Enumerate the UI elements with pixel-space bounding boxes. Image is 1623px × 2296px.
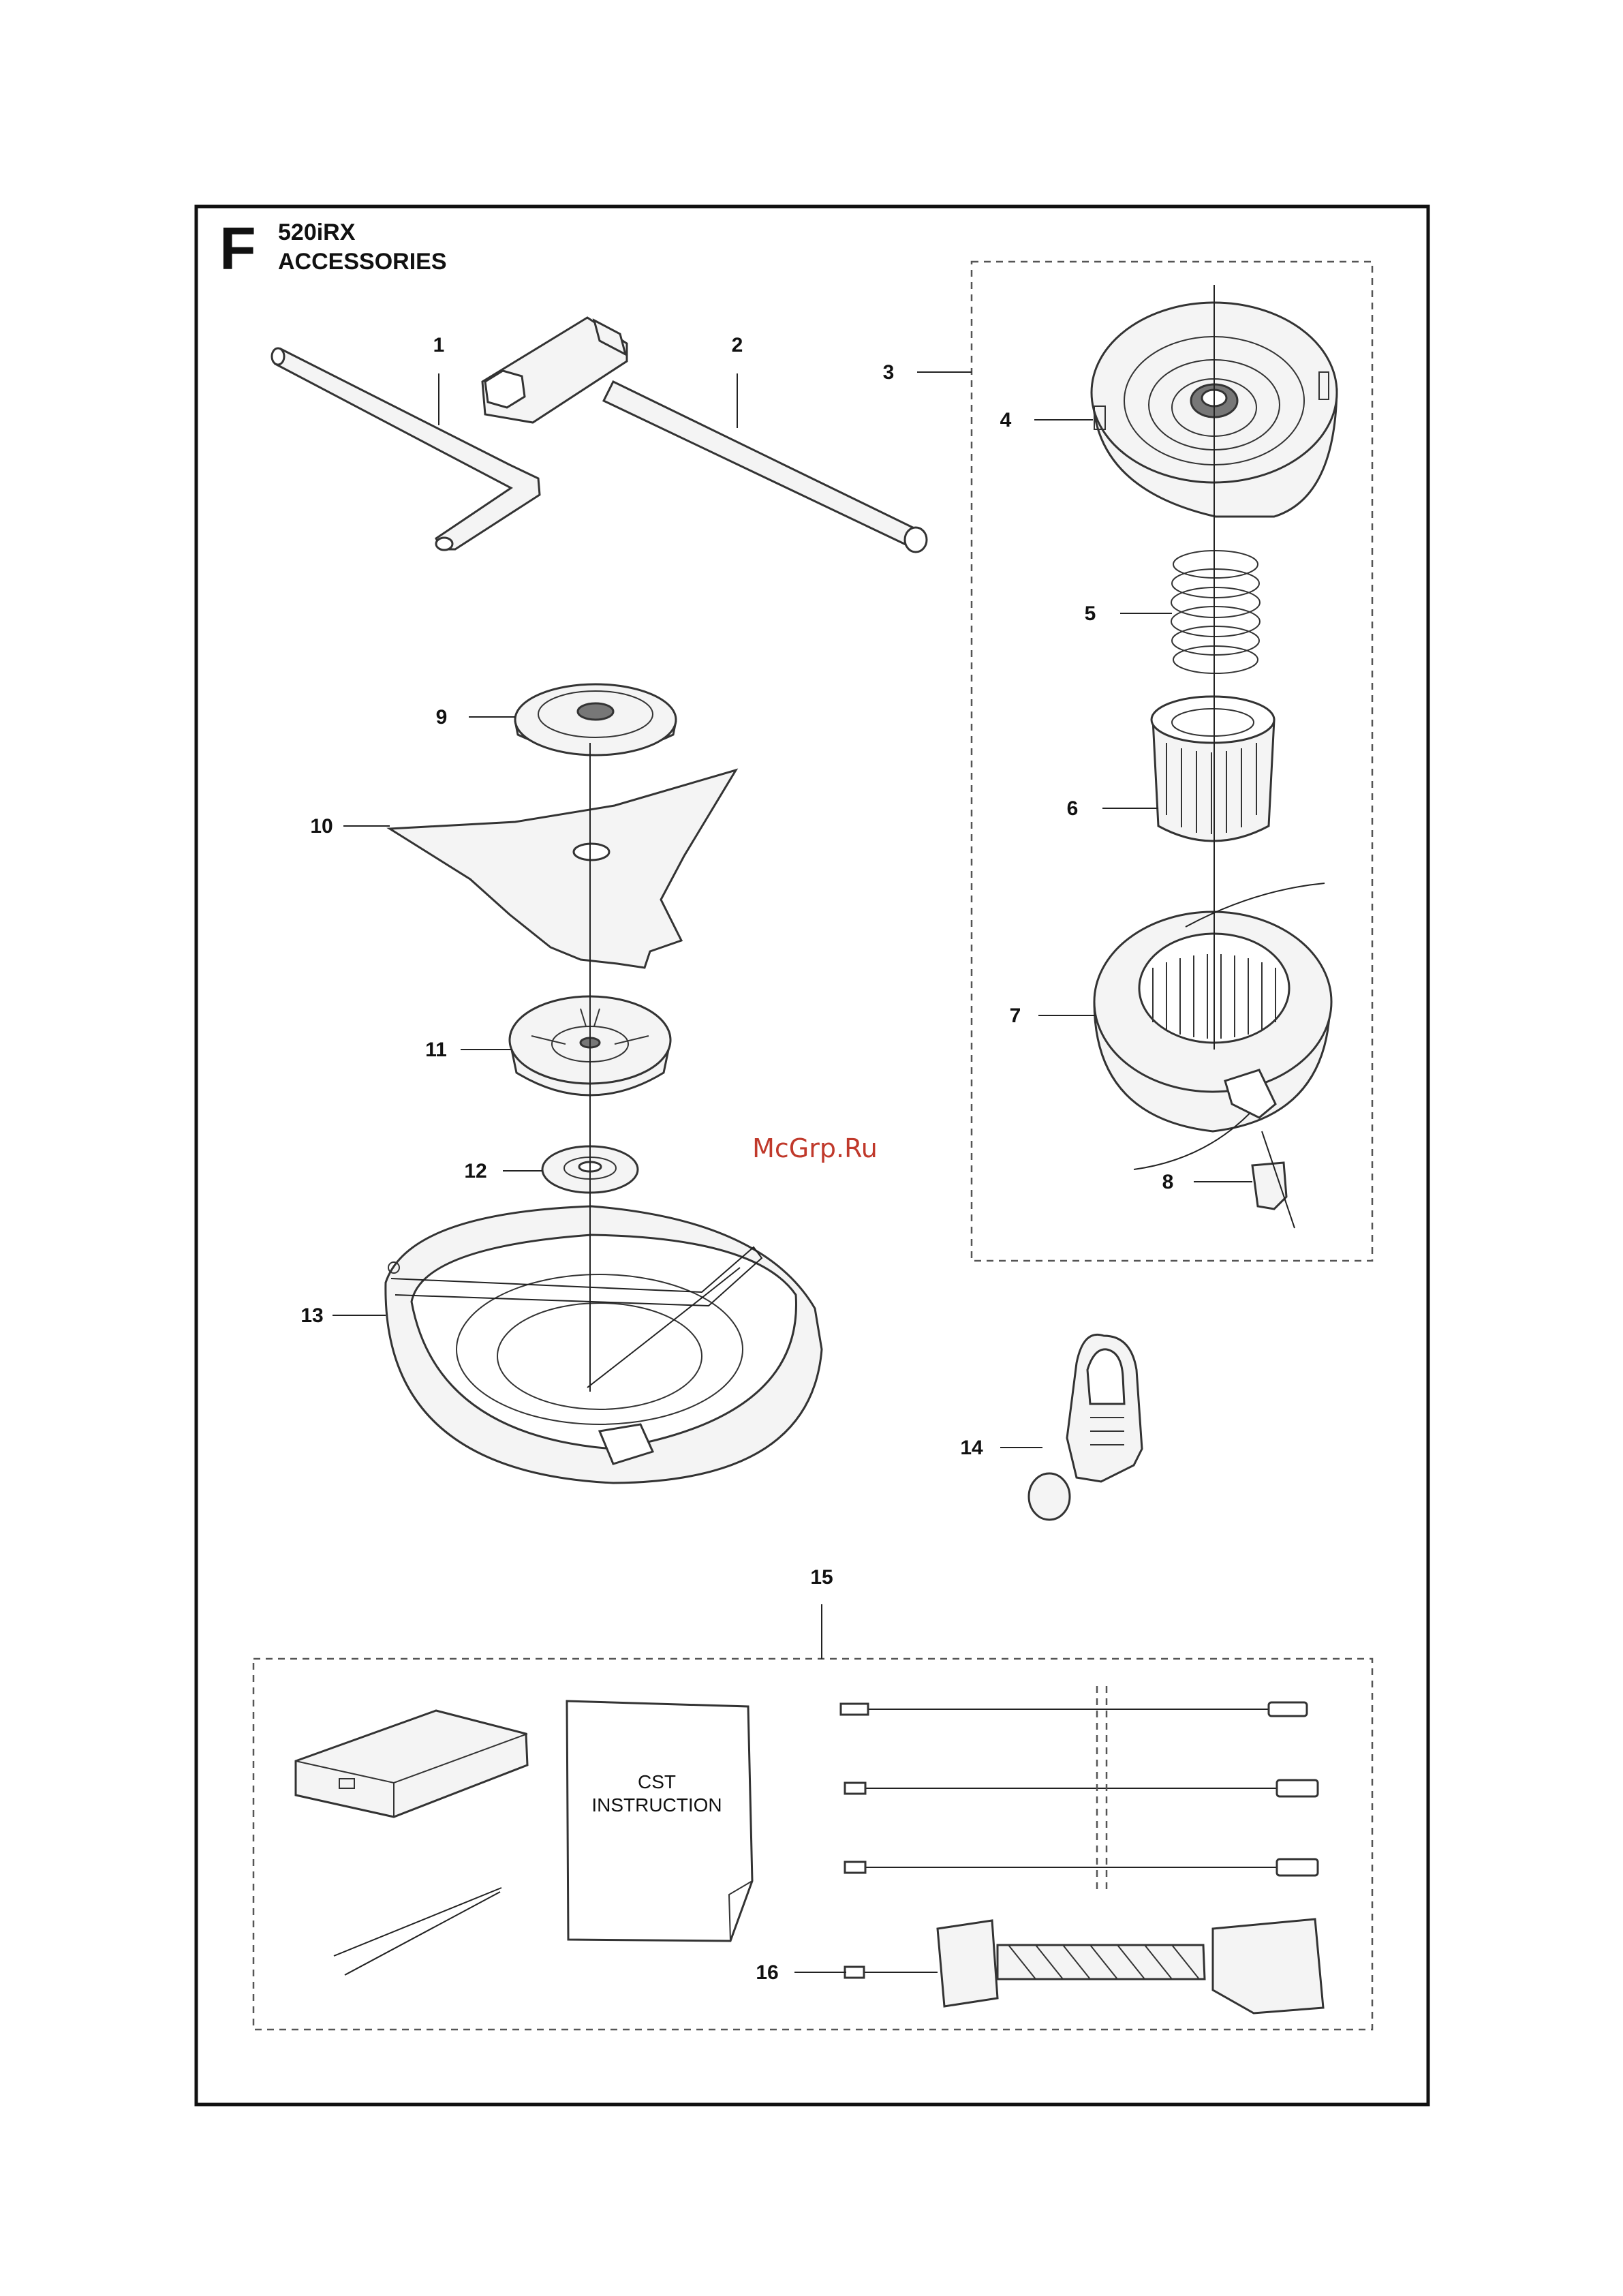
section-letter: F — [219, 215, 256, 282]
callout-13: 13 — [300, 1304, 323, 1327]
model-name: 520iRX — [278, 219, 356, 245]
part-9-support-cup — [515, 684, 676, 755]
callout-11: 11 — [425, 1039, 447, 1061]
callout-3: 3 — [883, 361, 895, 384]
part-7-trimmer-housing — [1094, 883, 1331, 1169]
watermark: McGrp.Ru — [752, 1133, 878, 1163]
part-15-charger-box — [296, 1711, 527, 1817]
part-16-harness-cable — [845, 1919, 1323, 2013]
callout-6: 6 — [1067, 797, 1079, 820]
section-title: ACCESSORIES — [278, 249, 447, 275]
callout-10: 10 — [310, 815, 333, 838]
callout-14: 14 — [960, 1437, 983, 1459]
part-14-harness-hook — [1029, 1334, 1142, 1520]
part-10-grass-blade — [390, 770, 736, 968]
part-15-tweezers — [334, 1888, 501, 1975]
callout-1: 1 — [433, 334, 445, 356]
callout-8: 8 — [1162, 1171, 1174, 1193]
part-13-blade-guard — [386, 1206, 822, 1483]
part-6-spool — [1151, 697, 1274, 841]
callout-15: 15 — [810, 1566, 833, 1589]
callout-12: 12 — [464, 1160, 486, 1182]
callout-5: 5 — [1085, 602, 1096, 625]
callout-16: 16 — [756, 1961, 778, 1984]
part-5-spring — [1171, 551, 1260, 673]
callout-2: 2 — [732, 334, 743, 356]
part-15-cables — [841, 1686, 1318, 1891]
callout-4: 4 — [1000, 409, 1012, 431]
part-8-line-clip — [1252, 1131, 1295, 1228]
part-15-instruction-manual: CST INSTRUCTION — [567, 1701, 752, 1941]
callout-7: 7 — [1010, 1005, 1021, 1027]
manual-line-2: INSTRUCTION — [591, 1794, 722, 1816]
part-2-spanner — [482, 318, 927, 552]
callout-9: 9 — [436, 706, 448, 729]
manual-line-1: CST — [638, 1771, 676, 1792]
